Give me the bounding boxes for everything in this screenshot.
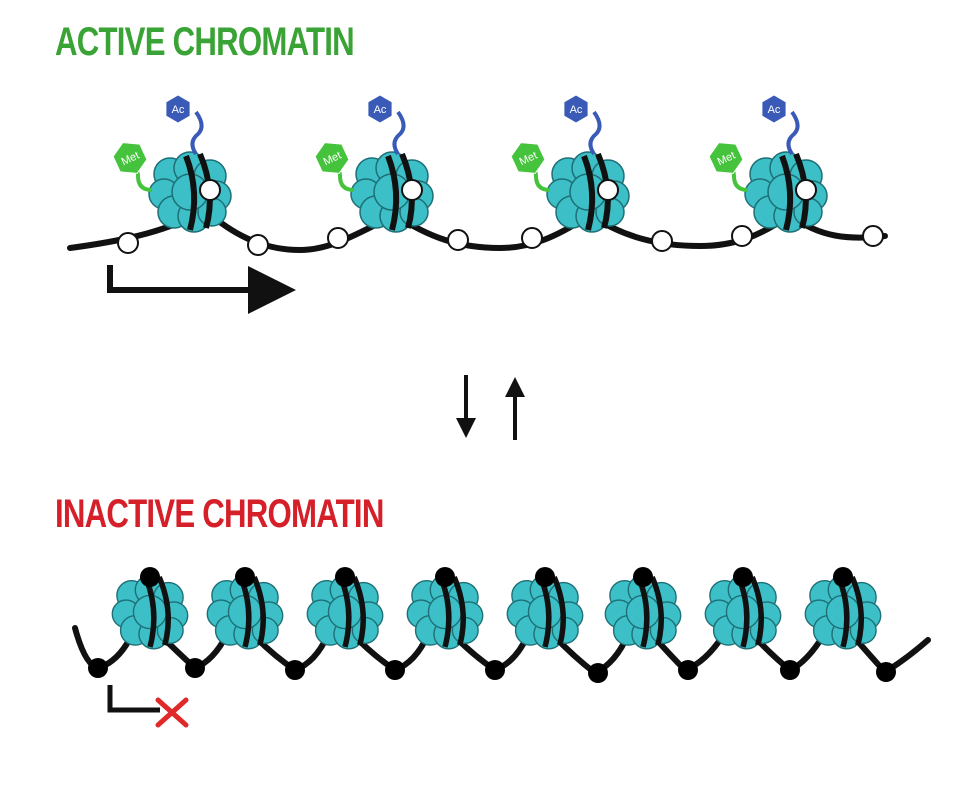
nucleosome	[306, 574, 384, 650]
up-arrow-icon	[505, 377, 525, 440]
blocked-x-icon	[155, 697, 189, 728]
acetyl-tail	[588, 110, 602, 156]
methylated-site	[140, 567, 160, 587]
acetyl-marker: Ac	[563, 94, 589, 124]
methylated-site	[633, 567, 653, 587]
methyl-marker: Met	[708, 142, 744, 174]
dna-wrap	[849, 575, 864, 646]
dna-wrap	[351, 575, 366, 646]
methylated-site	[733, 567, 753, 587]
nucleosome-site	[199, 179, 221, 201]
nucleosome	[744, 151, 828, 233]
acetyl-marker-label: Ac	[172, 104, 185, 116]
inactive-chromatin-title: INACTIVE CHROMATIN	[55, 492, 384, 536]
dna-wrap	[251, 575, 266, 646]
nucleosome	[804, 574, 882, 650]
methylated-linker-site	[780, 660, 800, 680]
acetyl-tail	[190, 110, 204, 156]
dna-wrap	[156, 575, 171, 646]
methylated-site	[435, 567, 455, 587]
nucleosome	[148, 151, 232, 233]
nucleosome-site	[795, 179, 817, 201]
acetyl-tail	[786, 110, 800, 156]
methylated-site	[335, 567, 355, 587]
methyl-marker: Met	[314, 142, 350, 174]
methylated-linker-site	[678, 660, 698, 680]
methyl-marker: Met	[510, 142, 546, 174]
dna-wrap	[749, 575, 764, 646]
dna-wrap	[581, 154, 596, 231]
methylated-site	[235, 567, 255, 587]
dna-wrap	[551, 575, 566, 646]
methylated-site	[535, 567, 555, 587]
nucleosome	[604, 574, 682, 650]
linker-site	[447, 229, 469, 251]
acetyl-marker-label: Ac	[768, 104, 781, 116]
methylated-site	[833, 567, 853, 587]
linker-site	[651, 230, 673, 252]
inactive-chromatin-strand	[72, 567, 931, 728]
down-arrow-icon	[456, 375, 476, 438]
linker-site	[117, 232, 139, 254]
acetyl-marker-label: Ac	[570, 104, 583, 116]
dna-wrap	[649, 575, 664, 646]
dna-wrap	[183, 154, 198, 231]
methylated-linker-site	[88, 658, 108, 678]
acetyl-marker: Ac	[367, 94, 393, 124]
linker-site	[862, 225, 884, 247]
reversible-transition-arrows	[456, 375, 525, 440]
linker-site	[247, 234, 269, 256]
methylated-linker-site	[485, 660, 505, 680]
methylated-linker-site	[285, 660, 305, 680]
active-chromatin-title: ACTIVE CHROMATIN	[55, 20, 355, 64]
methylated-linker-site	[185, 658, 205, 678]
nucleosome-site	[401, 179, 423, 201]
methylated-linker-site	[385, 660, 405, 680]
transcription-start-arrow	[107, 265, 296, 314]
linker-site	[731, 225, 753, 247]
methylated-linker-site	[876, 662, 896, 682]
acetyl-marker: Ac	[761, 94, 787, 124]
blocked-transcription-arrow	[107, 685, 160, 713]
dna-wrap	[451, 575, 466, 646]
linker-site	[327, 227, 349, 249]
methylated-linker-site	[588, 663, 608, 683]
nucleosome-site	[597, 179, 619, 201]
linker-site	[521, 227, 543, 249]
methyl-marker: Met	[112, 142, 148, 174]
acetyl-marker-label: Ac	[374, 104, 387, 116]
acetyl-marker: Ac	[165, 94, 191, 124]
acetyl-tail	[392, 110, 406, 156]
dna-wrap	[385, 154, 400, 231]
dna-wrap	[779, 154, 794, 231]
